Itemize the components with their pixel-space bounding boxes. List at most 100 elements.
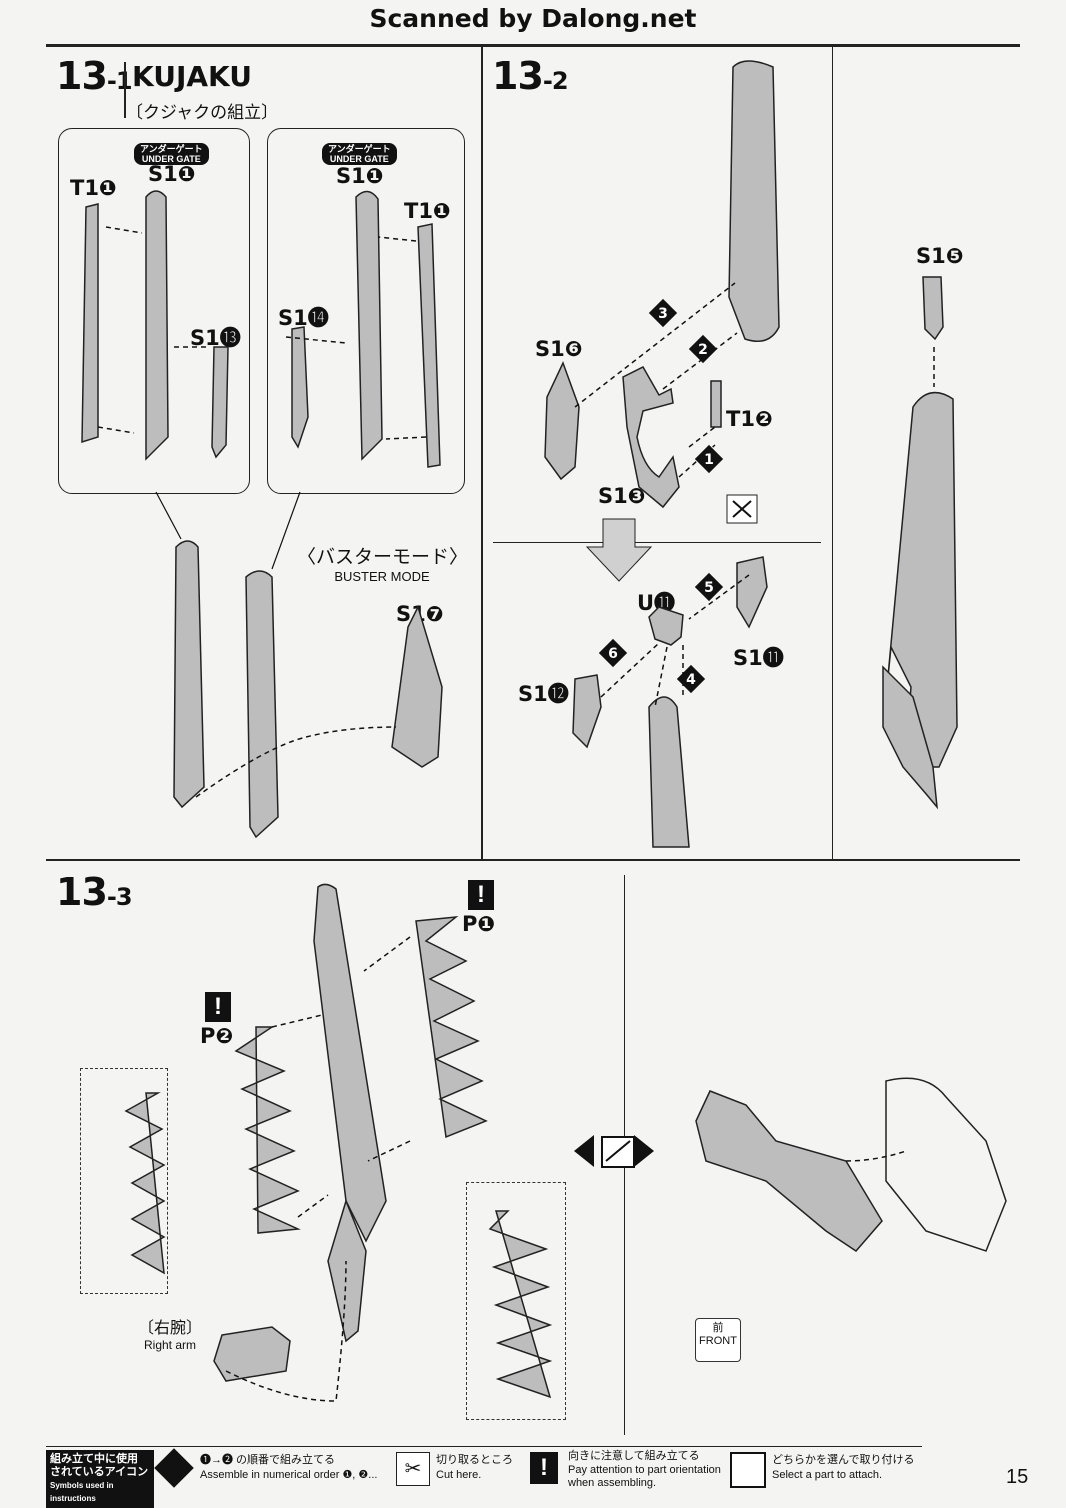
assembled-sword-icon bbox=[886, 391, 958, 768]
legend-item-select: どちらかを選んで取り付ける Select a part to attach. bbox=[730, 1452, 920, 1490]
part-label-s1-5: S1❺ bbox=[916, 244, 964, 268]
order-marker-5: 5 bbox=[694, 572, 724, 602]
part-label-t1-2: T1❷ bbox=[726, 407, 773, 431]
sword-body-icon bbox=[728, 60, 780, 342]
numbered-step-icon bbox=[154, 1448, 194, 1488]
part-label-p1: P❶ bbox=[462, 912, 496, 936]
part-label-s1-6: S1❻ bbox=[535, 337, 583, 361]
legend-heading: 組み立て中に使用 されているアイコン Symbols used in instr… bbox=[46, 1450, 154, 1508]
part-label-s1-1: S1❶ bbox=[336, 164, 384, 188]
right-arm-en: Right arm bbox=[143, 1338, 196, 1352]
part-label-s1-12: S1⓬ bbox=[518, 682, 569, 706]
part-s13-icon bbox=[622, 366, 680, 509]
step-number: 13 bbox=[56, 54, 108, 98]
down-arrow-icon bbox=[585, 518, 653, 582]
sword-part-icon bbox=[355, 190, 383, 461]
order-marker-4: 4 bbox=[676, 664, 706, 694]
legend-jp: 切り取るところ bbox=[436, 1454, 513, 1466]
sword-part-icon bbox=[81, 203, 99, 444]
diagram-13-2: 3 2 1 5 6 4 bbox=[544, 60, 958, 848]
grip-icon bbox=[882, 665, 938, 810]
order-marker-6: 6 bbox=[598, 638, 628, 668]
step-sub: -2 bbox=[542, 67, 569, 95]
part-s111-icon bbox=[736, 556, 768, 629]
legend-jp: 向きに注意して組み立てる bbox=[568, 1450, 700, 1462]
under-gate-en: UNDER GATE bbox=[329, 154, 389, 164]
assembled-sword-icon bbox=[173, 540, 205, 809]
order-marker-1: 1 bbox=[694, 444, 724, 474]
step-number: 13 bbox=[492, 54, 544, 98]
cut-here-icon: ✂ bbox=[396, 1452, 430, 1486]
inset-right bbox=[267, 128, 465, 494]
page-number: 15 bbox=[1006, 1466, 1029, 1488]
part-label-t1-1: T1❶ bbox=[404, 199, 451, 223]
wing-fins-p2-icon bbox=[234, 1026, 301, 1234]
part-label-s1-14: S1⓮ bbox=[278, 306, 329, 330]
right-arm-jp: 〔右腕〕 bbox=[137, 1320, 202, 1337]
inset-left bbox=[58, 128, 250, 494]
attention-icon: ! bbox=[205, 992, 231, 1022]
right-arm-icon bbox=[213, 1326, 291, 1382]
order-1-label: 1 bbox=[704, 452, 714, 468]
attention-icon: ! bbox=[468, 880, 494, 910]
diagram-13-1 bbox=[81, 190, 443, 839]
sword-part-icon bbox=[211, 346, 229, 459]
assembled-sword-icon bbox=[313, 883, 387, 1243]
part-s16-icon bbox=[544, 361, 580, 481]
order-4-label: 4 bbox=[686, 672, 696, 688]
order-6-label: 6 bbox=[608, 646, 618, 662]
wing-fins-detail-icon bbox=[488, 1210, 553, 1399]
kujaku-label: KUJAKU bbox=[132, 60, 252, 93]
sword-part-icon bbox=[417, 223, 441, 468]
wing-fins-p1-icon bbox=[415, 916, 488, 1139]
front-jp: 前 bbox=[712, 1322, 724, 1334]
legend-en: Cut here. bbox=[436, 1469, 482, 1481]
sword-part-icon bbox=[145, 190, 169, 461]
part-label-p2: P❷ bbox=[200, 1024, 234, 1048]
mid-rule bbox=[46, 859, 1020, 861]
part-label-s1-11: S1⓫ bbox=[733, 646, 784, 670]
legend-en: Assemble in numerical order ❶, ❷... bbox=[200, 1469, 378, 1481]
legend-item-cut: ✂ 切り取るところ Cut here. bbox=[396, 1452, 520, 1490]
part-label-t1-1: T1❶ bbox=[70, 176, 117, 200]
part-t12-icon bbox=[710, 380, 722, 428]
buster-mode-jp: 〈バスターモード〉 bbox=[297, 547, 469, 568]
page-header: Scanned by Dalong.net bbox=[369, 4, 697, 33]
buster-part-icon bbox=[391, 604, 443, 768]
right-arm-label: 〔右腕〕 Right arm bbox=[132, 1314, 208, 1352]
part-s112-icon bbox=[572, 674, 602, 749]
sword-part-icon bbox=[291, 326, 309, 449]
mobile-suit-icon bbox=[885, 1077, 1007, 1252]
legend-en: Select a part to attach. bbox=[772, 1469, 883, 1481]
divider-13-2-13-4 bbox=[832, 47, 833, 859]
under-gate-badge: アンダーゲート UNDER GATE bbox=[322, 143, 397, 165]
legend-item-attention: ! 向きに注意して組み立てる Pay attention to part ori… bbox=[530, 1450, 721, 1490]
under-gate-badge: アンダーゲート UNDER GATE bbox=[134, 143, 209, 165]
part-label-s1-3: S1❸ bbox=[598, 484, 646, 508]
under-gate-en: UNDER GATE bbox=[141, 154, 201, 164]
order-5-label: 5 bbox=[704, 580, 714, 596]
part-label-s1-1: S1❶ bbox=[148, 162, 196, 186]
under-gate-jp: アンダーゲート bbox=[140, 144, 203, 154]
detail-box-left bbox=[80, 1068, 168, 1294]
select-part-icon bbox=[574, 1135, 654, 1168]
step-13-1-title: 13-1 bbox=[56, 54, 133, 98]
select-part-icon bbox=[730, 1452, 766, 1488]
attention-icon: ! bbox=[530, 1452, 558, 1484]
legend-head-jp-1: 組み立て中に使用 bbox=[50, 1453, 138, 1465]
legend-head-jp-2: されているアイコン bbox=[50, 1466, 149, 1478]
step-13-3-title: 13-3 bbox=[56, 870, 133, 914]
legend-bar bbox=[46, 1446, 922, 1493]
sword-tip-icon bbox=[648, 696, 690, 848]
detail-box-right bbox=[466, 1182, 566, 1420]
buster-mode-en: BUSTER MODE bbox=[334, 569, 430, 584]
order-2-label: 2 bbox=[698, 342, 708, 358]
front-indicator: 前 FRONT bbox=[695, 1318, 741, 1362]
grip-icon bbox=[327, 1198, 367, 1343]
step-sub: -1 bbox=[106, 67, 133, 95]
order-marker-2: 2 bbox=[688, 334, 718, 364]
cut-here-icon bbox=[726, 494, 758, 524]
legend-item-numbered: ❶→❷ の順番で組み立てる Assemble in numerical orde… bbox=[154, 1448, 386, 1490]
title-separator bbox=[124, 62, 126, 118]
legend-jp: ❶→❷ の順番で組み立てる bbox=[200, 1454, 336, 1466]
